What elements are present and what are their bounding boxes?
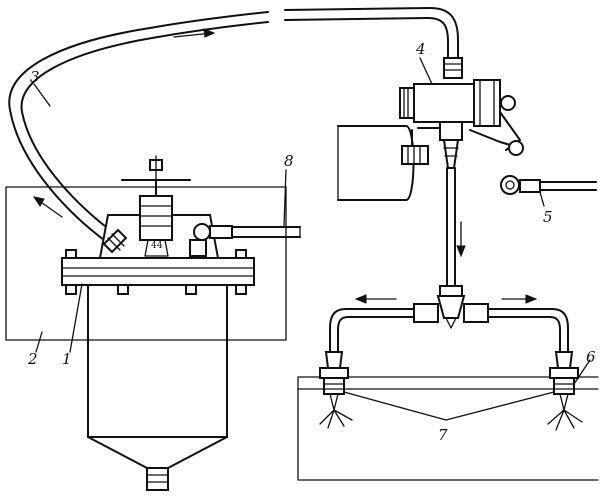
- machine-drum: [337, 125, 429, 201]
- label-3: 3: [30, 68, 40, 86]
- label-8: 8: [284, 152, 294, 170]
- svg-text:44: 44: [151, 241, 163, 251]
- label-7: 7: [438, 426, 448, 444]
- flow-arrow-left: [32, 196, 63, 218]
- label-6: 6: [586, 348, 596, 366]
- feed-pipe: [439, 167, 463, 297]
- label-4: 4: [415, 40, 426, 58]
- distributor: [329, 295, 569, 353]
- label-1: 1: [62, 350, 72, 368]
- label-5: 5: [543, 208, 553, 226]
- leader-lines: [33, 57, 591, 385]
- flow-arrow-spray-left: [354, 294, 397, 304]
- label-2: 2: [27, 350, 38, 368]
- control-rod: [500, 175, 597, 195]
- supply-hose: [8, 7, 459, 244]
- flow-arrow-spray-right: [501, 294, 538, 304]
- oil-tank: [61, 249, 255, 491]
- metering-valve: [399, 57, 524, 169]
- wall-plate-left: [5, 186, 287, 341]
- flow-arrow-top: [173, 28, 216, 38]
- tank-head-valve: 44: [98, 155, 301, 259]
- nozzle-right: [547, 351, 583, 431]
- nozzle-left: [319, 351, 353, 429]
- flow-arrow-down: [456, 221, 466, 258]
- workpiece-sheet: [343, 391, 555, 421]
